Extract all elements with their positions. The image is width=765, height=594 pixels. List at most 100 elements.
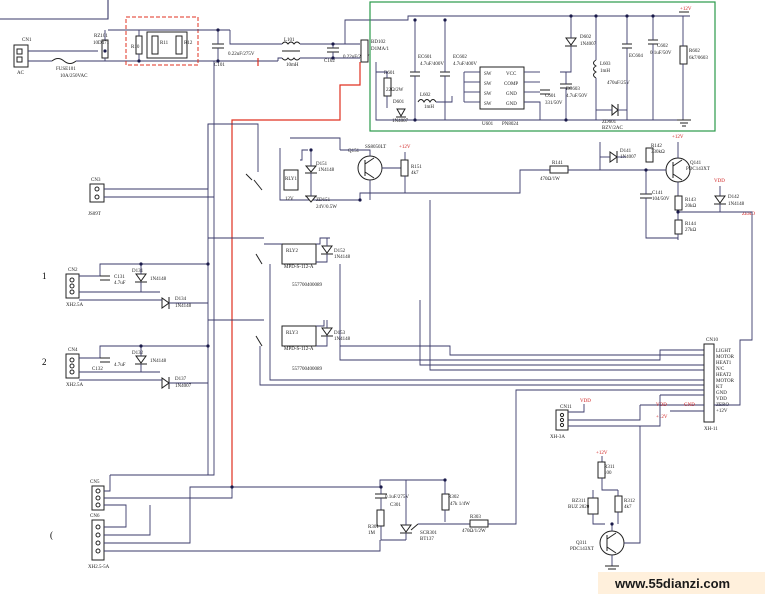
v12-bottom-label: +12V <box>596 451 608 456</box>
r141-label: R141 <box>552 161 563 166</box>
cn10-pin-heat2: HEAT2 <box>716 373 732 378</box>
resistor-group: R10 R11 R12 <box>131 31 193 59</box>
c301-value: 0.1uF/275V <box>385 495 409 500</box>
ec604-value: 470uF/25V <box>607 81 630 86</box>
r303-value: 470Ω/1/2W <box>462 529 486 534</box>
diode-d131: D131 1N4148 <box>132 269 167 283</box>
d142-value: 1N4148 <box>728 202 745 207</box>
cn2-part: XH2.5A <box>66 303 83 308</box>
c101-label: C101 <box>214 63 225 68</box>
q311-label: Q311 <box>576 541 587 546</box>
diode-d142: D142 1N4148 <box>714 195 745 207</box>
l603-value: 1mH <box>600 69 610 74</box>
resistor-r602: R602 6k7/0603 <box>679 45 708 65</box>
d132-label: D132 <box>132 351 144 356</box>
rly2-code: 557700400089 <box>292 283 323 288</box>
q311-part: PDC143XT <box>570 547 594 552</box>
relay-rly2: RLY2 MPD-S-112-A 557700400089 <box>281 243 323 288</box>
cn11-label: CN11 <box>560 405 572 410</box>
c602-label: C602 <box>657 44 668 49</box>
c132-value: 4.7uF <box>114 363 126 368</box>
inductor-l602: L602 1mH <box>417 93 437 110</box>
cn10-pin-motor2: MOTOR <box>716 379 735 384</box>
bd102-label: BD102 <box>371 40 386 45</box>
r151-label: R151 <box>411 165 422 170</box>
resistor-r312: R312 4k7 <box>614 495 635 513</box>
diode-d132: D132 1N4148 <box>132 351 167 365</box>
fuse-101: FUSE101 10A/250VAC <box>51 58 88 79</box>
r301-value: 1M <box>368 531 376 536</box>
resistor-r141: R141 470Ω/1W <box>540 161 569 182</box>
cn10-pin-kt: KT <box>716 385 723 390</box>
vdd-cn11-label: VDD <box>580 399 591 404</box>
l603-label: L603 <box>600 62 611 67</box>
gnd-conn-label: GND <box>684 403 695 408</box>
ic-u601: SW SW SW SW VCC COMP GND GND U601 PN8024 <box>479 66 525 127</box>
u601-pin-sw3: SW <box>484 92 492 97</box>
cn10-pin-motor1: MOTOR <box>716 355 735 360</box>
channel-1-number: 1 <box>42 271 47 281</box>
c601-label: C601 <box>545 94 556 99</box>
c602-value: 0.1uF/50V <box>650 51 672 56</box>
connector-cn11: CN11 XH-3A <box>550 405 572 440</box>
connector-cn2: CN2 XH2.5A <box>65 268 83 308</box>
rly3-part: MPD-S-112-A <box>284 347 314 352</box>
d141-value: 1N4007 <box>620 155 637 160</box>
choke-l101: L101 10mH <box>281 38 301 68</box>
r601-label: R601 <box>384 71 395 76</box>
c141-value: 104/50V <box>652 197 670 202</box>
scr301-label: SCR301 <box>420 531 437 536</box>
d601-value: 1N4007 <box>392 119 409 124</box>
resistor-r151: R151 4k7 <box>400 159 422 177</box>
zd601-label: ZD601 <box>602 120 617 125</box>
c132-label: C132 <box>92 367 103 372</box>
buzzer-bz311: BZ311 BUZ 2020 <box>568 497 599 515</box>
c131-label: C131 <box>114 275 125 280</box>
cn6-label: CN6 <box>90 514 100 519</box>
q141-part: PDC143XT <box>686 167 710 172</box>
inductor-l603: L603 1mH <box>593 59 611 79</box>
capacitor-c132: C132 4.7uF <box>92 357 126 372</box>
channel-2-number: 2 <box>42 357 47 367</box>
rly2-label: RLY2 <box>286 249 298 254</box>
resistor-r302: R302 47k 1/4W <box>441 493 470 511</box>
diode-d141: D141 1N4007 <box>609 149 637 163</box>
frame-corner <box>0 0 109 20</box>
zd151-value: 24V/0.5W <box>316 205 337 210</box>
cn-bottom-part: XH2.5-5A <box>88 565 110 570</box>
r143-value: 20kΩ <box>685 204 697 209</box>
d602-label: D602 <box>580 35 592 40</box>
ec602-value: 4.7uF/400V <box>453 62 477 67</box>
zd601-value: BZV/2AC <box>602 126 624 131</box>
d134-value: 1N4148 <box>175 304 192 309</box>
bz311-part: BUZ 2020 <box>568 505 590 510</box>
relay-switch-3 <box>255 335 263 347</box>
zd151-label: ZD151 <box>316 198 331 203</box>
r144-label: R144 <box>685 222 696 227</box>
watermark-bg <box>598 572 765 594</box>
r141-value: 470Ω/1W <box>540 177 560 182</box>
fuse-rating: 10A/250VAC <box>60 74 88 79</box>
relay-rly3: RLY3 MPD-S-112-A 557700400089 <box>281 325 323 372</box>
d151-value: 1N4148 <box>318 168 335 173</box>
resistor-r303: R303 470Ω/1/2W <box>462 515 489 534</box>
u601-pin-comp: COMP <box>504 82 518 87</box>
v12-conn-label: +12V <box>656 415 668 420</box>
r151-value: 4k7 <box>411 171 419 176</box>
cn10-pin-nc: N/C <box>716 367 725 372</box>
ec601-label: EC601 <box>418 55 432 60</box>
d151-label: D151 <box>316 162 328 167</box>
r311-label: R311 <box>604 465 615 470</box>
transistor-q311: Q311 PDC143XT <box>570 530 625 556</box>
d141-label: D141 <box>620 149 632 154</box>
u601-pin-sw4: SW <box>484 102 492 107</box>
r312-label: R312 <box>624 499 635 504</box>
connector-cn4: CN4 XH2.5A <box>65 348 83 388</box>
r142-label: R142 <box>651 144 662 149</box>
cn10-label: CN10 <box>706 338 718 343</box>
l101-value: 10mH <box>286 63 299 68</box>
cn4-label: CN4 <box>68 348 78 353</box>
diode-d151: D151 1N4148 <box>304 162 335 174</box>
scr-301: SCR301 BT137 <box>400 523 437 542</box>
cn2-label: CN2 <box>68 268 78 273</box>
